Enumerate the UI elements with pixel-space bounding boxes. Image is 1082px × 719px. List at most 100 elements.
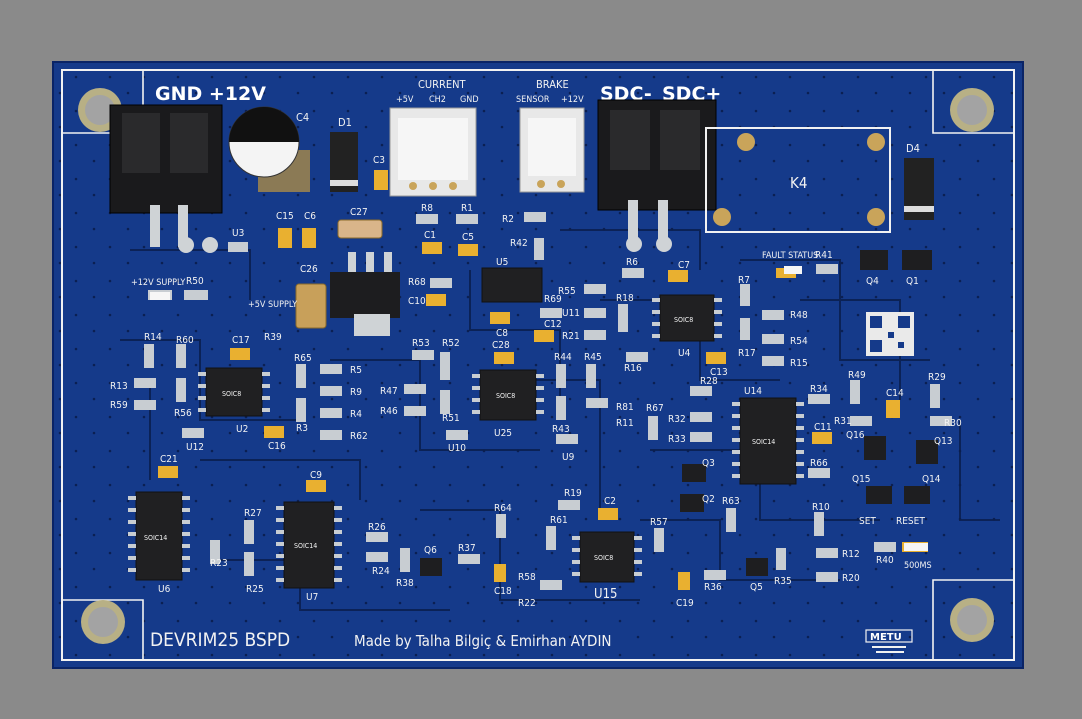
svg-text:U3: U3: [232, 228, 244, 239]
svg-text:R67: R67: [646, 403, 664, 414]
svg-text:U2: U2: [236, 424, 248, 435]
svg-text:U9: U9: [562, 452, 575, 463]
svg-text:R68: R68: [408, 277, 426, 288]
svg-text:C28: C28: [492, 340, 510, 351]
passive-components: [134, 170, 952, 590]
svg-text:C8: C8: [496, 328, 508, 339]
power-connector: [109, 104, 223, 253]
svg-text:R20: R20: [842, 573, 860, 584]
ic-u15: SOIC8: [579, 531, 635, 583]
svg-text:R26: R26: [368, 522, 386, 533]
svg-text:R69: R69: [544, 294, 562, 305]
regulator: [330, 252, 400, 336]
capacitor-c4: [228, 106, 310, 192]
led-fault-status: [784, 266, 802, 274]
board-outline: [61, 69, 1015, 661]
label-fault-status: FAULT STATUS: [762, 251, 818, 261]
svg-text:R5: R5: [350, 365, 362, 376]
svg-text:R47: R47: [380, 386, 398, 397]
svg-text:R48: R48: [790, 310, 808, 321]
svg-text:R14: R14: [144, 332, 162, 343]
svg-text:SOIC8: SOIC8: [496, 392, 515, 400]
svg-text:R16: R16: [624, 363, 642, 374]
transistors: [420, 250, 938, 576]
svg-text:R39: R39: [264, 332, 282, 343]
ic-u2: SOIC8: [205, 367, 263, 417]
svg-text:SOIC8: SOIC8: [222, 390, 241, 398]
label-12v-supply: +12V SUPPLY: [131, 278, 185, 288]
svg-text:C17: C17: [232, 335, 250, 346]
svg-text:R53: R53: [412, 338, 430, 349]
svg-text:R28: R28: [700, 376, 718, 387]
svg-text:R46: R46: [380, 406, 398, 417]
svg-text:Q13: Q13: [934, 436, 953, 447]
svg-text:C13: C13: [710, 367, 728, 378]
svg-text:R38: R38: [396, 578, 414, 589]
svg-text:SOIC14: SOIC14: [752, 438, 775, 446]
capacitor-c27: [337, 219, 383, 239]
svg-text:R15: R15: [790, 358, 808, 369]
svg-text:R24: R24: [372, 566, 390, 577]
current-pin-ch2: CH2: [429, 95, 446, 105]
led-500ms: [904, 543, 928, 551]
svg-text:R58: R58: [518, 572, 536, 583]
svg-text:C9: C9: [310, 470, 322, 481]
refdes-d1: D1: [338, 116, 352, 129]
svg-text:C11: C11: [814, 422, 832, 433]
svg-text:U4: U4: [678, 348, 691, 359]
svg-text:Q6: Q6: [424, 545, 437, 556]
svg-text:R25: R25: [246, 584, 264, 595]
svg-text:Q16: Q16: [846, 430, 865, 441]
svg-text:R37: R37: [458, 543, 476, 554]
svg-text:U15: U15: [594, 587, 617, 602]
svg-text:R35: R35: [774, 576, 792, 587]
relay-k4: [705, 127, 891, 233]
ic-u7: SOIC14: [283, 501, 335, 589]
svg-text:R30: R30: [944, 418, 962, 429]
refdes-labels: C3 R8 R1 C1 C5 R2 R42 C15 C6 C27 U3 C26 …: [110, 155, 962, 609]
svg-text:Q3: Q3: [702, 458, 715, 469]
svg-text:R31: R31: [834, 416, 852, 427]
label-set: SET: [859, 516, 876, 527]
svg-text:C7: C7: [678, 260, 690, 271]
svg-text:U25: U25: [494, 428, 512, 439]
svg-text:R41: R41: [815, 250, 833, 261]
svg-text:R9: R9: [350, 387, 362, 398]
svg-text:R49: R49: [848, 370, 866, 381]
svg-text:U7: U7: [306, 592, 318, 603]
label-reset: RESET: [896, 516, 925, 527]
diode-d4: [904, 158, 934, 220]
svg-text:C12: C12: [544, 319, 562, 330]
svg-text:R60: R60: [176, 335, 194, 346]
led-12v-supply: [150, 292, 170, 300]
svg-text:C26: C26: [300, 264, 318, 275]
brake-pin-12v: +12V: [561, 95, 584, 105]
refdes-c4: C4: [296, 111, 309, 124]
svg-text:R23: R23: [210, 558, 228, 569]
svg-text:SOIC14: SOIC14: [144, 534, 167, 542]
svg-text:C27: C27: [350, 207, 368, 218]
svg-text:R27: R27: [244, 508, 262, 519]
svg-text:Q15: Q15: [852, 474, 871, 485]
svg-text:R45: R45: [584, 352, 602, 363]
svg-text:R22: R22: [518, 598, 536, 609]
svg-text:R63: R63: [722, 496, 740, 507]
svg-text:R6: R6: [626, 257, 638, 268]
svg-text:R3: R3: [296, 423, 308, 434]
svg-text:R17: R17: [738, 348, 756, 359]
svg-text:R1: R1: [461, 203, 473, 214]
svg-text:R36: R36: [704, 582, 722, 593]
svg-text:Q2: Q2: [702, 494, 715, 505]
svg-text:R42: R42: [510, 238, 528, 249]
svg-text:R7: R7: [738, 275, 750, 286]
svg-text:R56: R56: [174, 408, 192, 419]
svg-text:Q1: Q1: [906, 276, 919, 287]
svg-text:C5: C5: [462, 232, 474, 243]
svg-text:U5: U5: [496, 257, 508, 268]
svg-text:R43: R43: [552, 424, 570, 435]
svg-text:SOIC14: SOIC14: [294, 542, 317, 550]
svg-text:R29: R29: [928, 372, 946, 383]
svg-text:U10: U10: [448, 443, 466, 454]
svg-text:R52: R52: [442, 338, 460, 349]
brake-pin-sensor: SENSOR: [516, 95, 550, 105]
